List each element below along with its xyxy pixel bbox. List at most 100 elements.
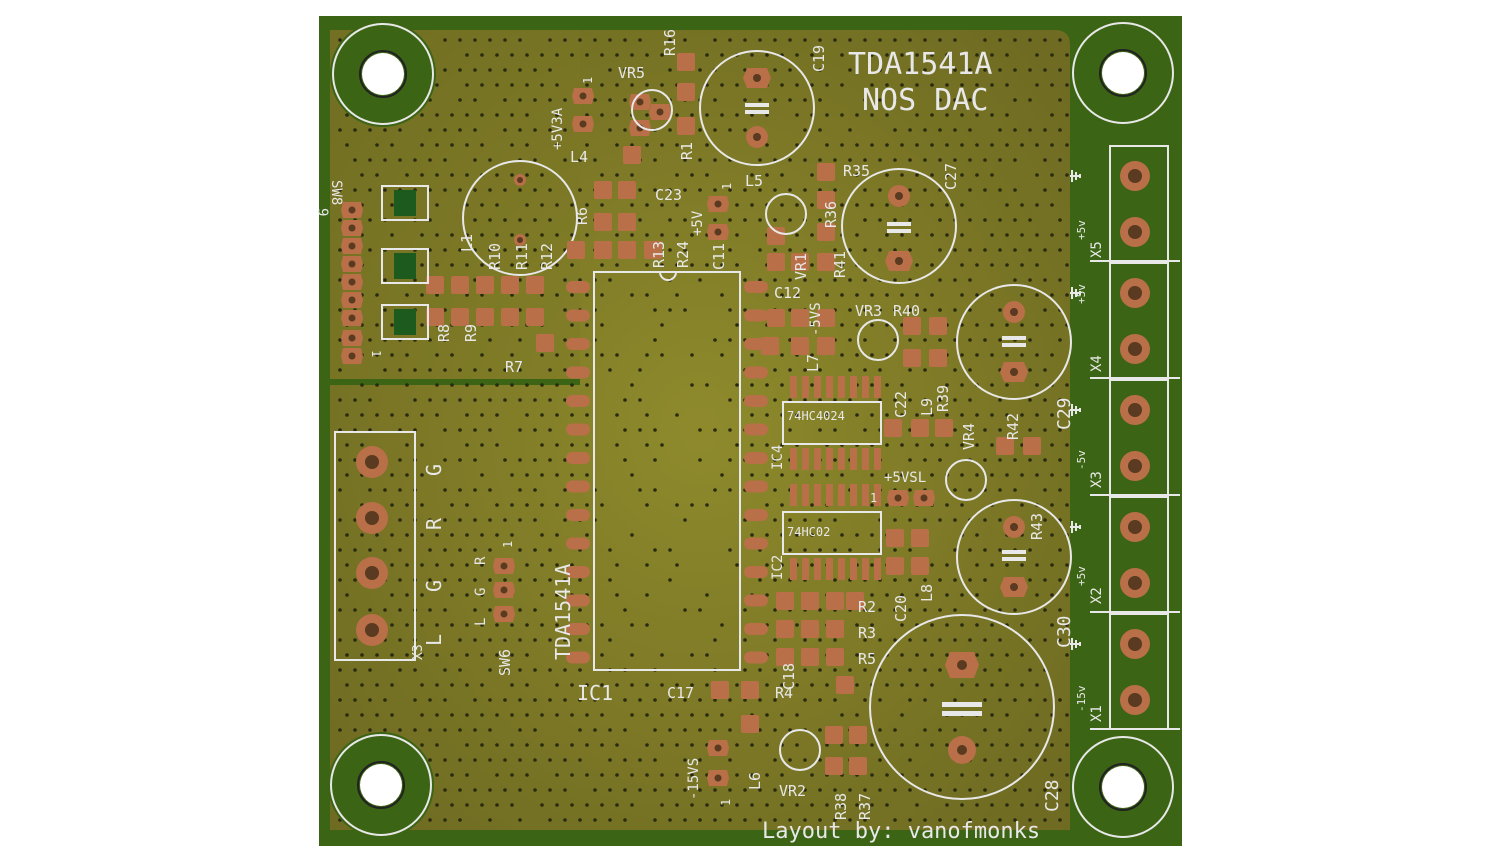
via (998, 188, 1002, 192)
via (1058, 728, 1062, 732)
via (923, 158, 927, 162)
via (840, 533, 844, 537)
via (645, 413, 649, 417)
via (683, 698, 687, 702)
via (443, 728, 447, 732)
via (1043, 608, 1047, 612)
via (975, 293, 979, 297)
via (338, 578, 342, 582)
via (368, 338, 372, 342)
via (1043, 788, 1047, 792)
via (473, 68, 477, 72)
via (1020, 473, 1024, 477)
ic1-pad-left (566, 338, 590, 350)
via (413, 158, 417, 162)
via (555, 293, 559, 297)
via (503, 788, 507, 792)
via (743, 38, 747, 42)
x2-ref: X2 (1089, 587, 1105, 604)
ic1-pad-right (744, 309, 768, 322)
via (900, 383, 904, 387)
ic1-pad-left (566, 651, 590, 664)
via (968, 188, 972, 192)
via (945, 593, 949, 597)
via (855, 203, 859, 207)
via (383, 728, 387, 732)
via (555, 473, 559, 477)
via (443, 548, 447, 552)
ic1-pad-left (566, 452, 590, 464)
via (548, 818, 552, 822)
via (518, 758, 522, 762)
via (773, 758, 777, 762)
ic1-ref: IC1 (577, 681, 613, 705)
ref-r7: R7 (505, 358, 523, 376)
via (758, 38, 762, 42)
via (510, 383, 514, 387)
via (428, 698, 432, 702)
via (953, 368, 957, 372)
via (668, 818, 672, 822)
terminal-hole (1128, 459, 1142, 473)
via (683, 818, 687, 822)
via (390, 353, 394, 357)
terminal-left-outline (334, 431, 416, 661)
via (473, 458, 477, 462)
via (998, 158, 1002, 162)
via (953, 338, 957, 342)
via (975, 263, 979, 267)
via (825, 473, 829, 477)
via (788, 368, 792, 372)
via (578, 818, 582, 822)
via (338, 488, 342, 492)
via (1043, 638, 1047, 642)
via (473, 368, 477, 372)
via (668, 548, 672, 552)
via (623, 38, 627, 42)
via (1035, 413, 1039, 417)
via (480, 203, 484, 207)
via (495, 503, 499, 507)
via (1005, 113, 1009, 117)
via (480, 53, 484, 57)
via (983, 758, 987, 762)
via (960, 803, 964, 807)
via (675, 773, 679, 777)
via (713, 188, 717, 192)
via (338, 278, 342, 282)
via (810, 233, 814, 237)
via (1005, 743, 1009, 747)
via (495, 113, 499, 117)
via (900, 143, 904, 147)
via (600, 173, 604, 177)
via (593, 698, 597, 702)
via (450, 593, 454, 597)
via (998, 668, 1002, 672)
via (900, 623, 904, 627)
via (668, 38, 672, 42)
ic1-pad-right (744, 509, 768, 521)
via (1035, 713, 1039, 717)
via (855, 113, 859, 117)
via (833, 188, 837, 192)
via (840, 293, 844, 297)
via (503, 128, 507, 132)
via (428, 158, 432, 162)
via (765, 53, 769, 57)
via (465, 173, 469, 177)
via (1065, 743, 1069, 747)
via (1013, 818, 1017, 822)
via (885, 743, 889, 747)
smd-pad (817, 163, 835, 181)
via (765, 413, 769, 417)
via (1050, 53, 1054, 57)
via (1050, 323, 1054, 327)
via (788, 518, 792, 522)
via (623, 818, 627, 822)
via (480, 593, 484, 597)
via (518, 338, 522, 342)
via (1065, 713, 1069, 717)
via (1043, 248, 1047, 252)
via (1005, 143, 1009, 147)
